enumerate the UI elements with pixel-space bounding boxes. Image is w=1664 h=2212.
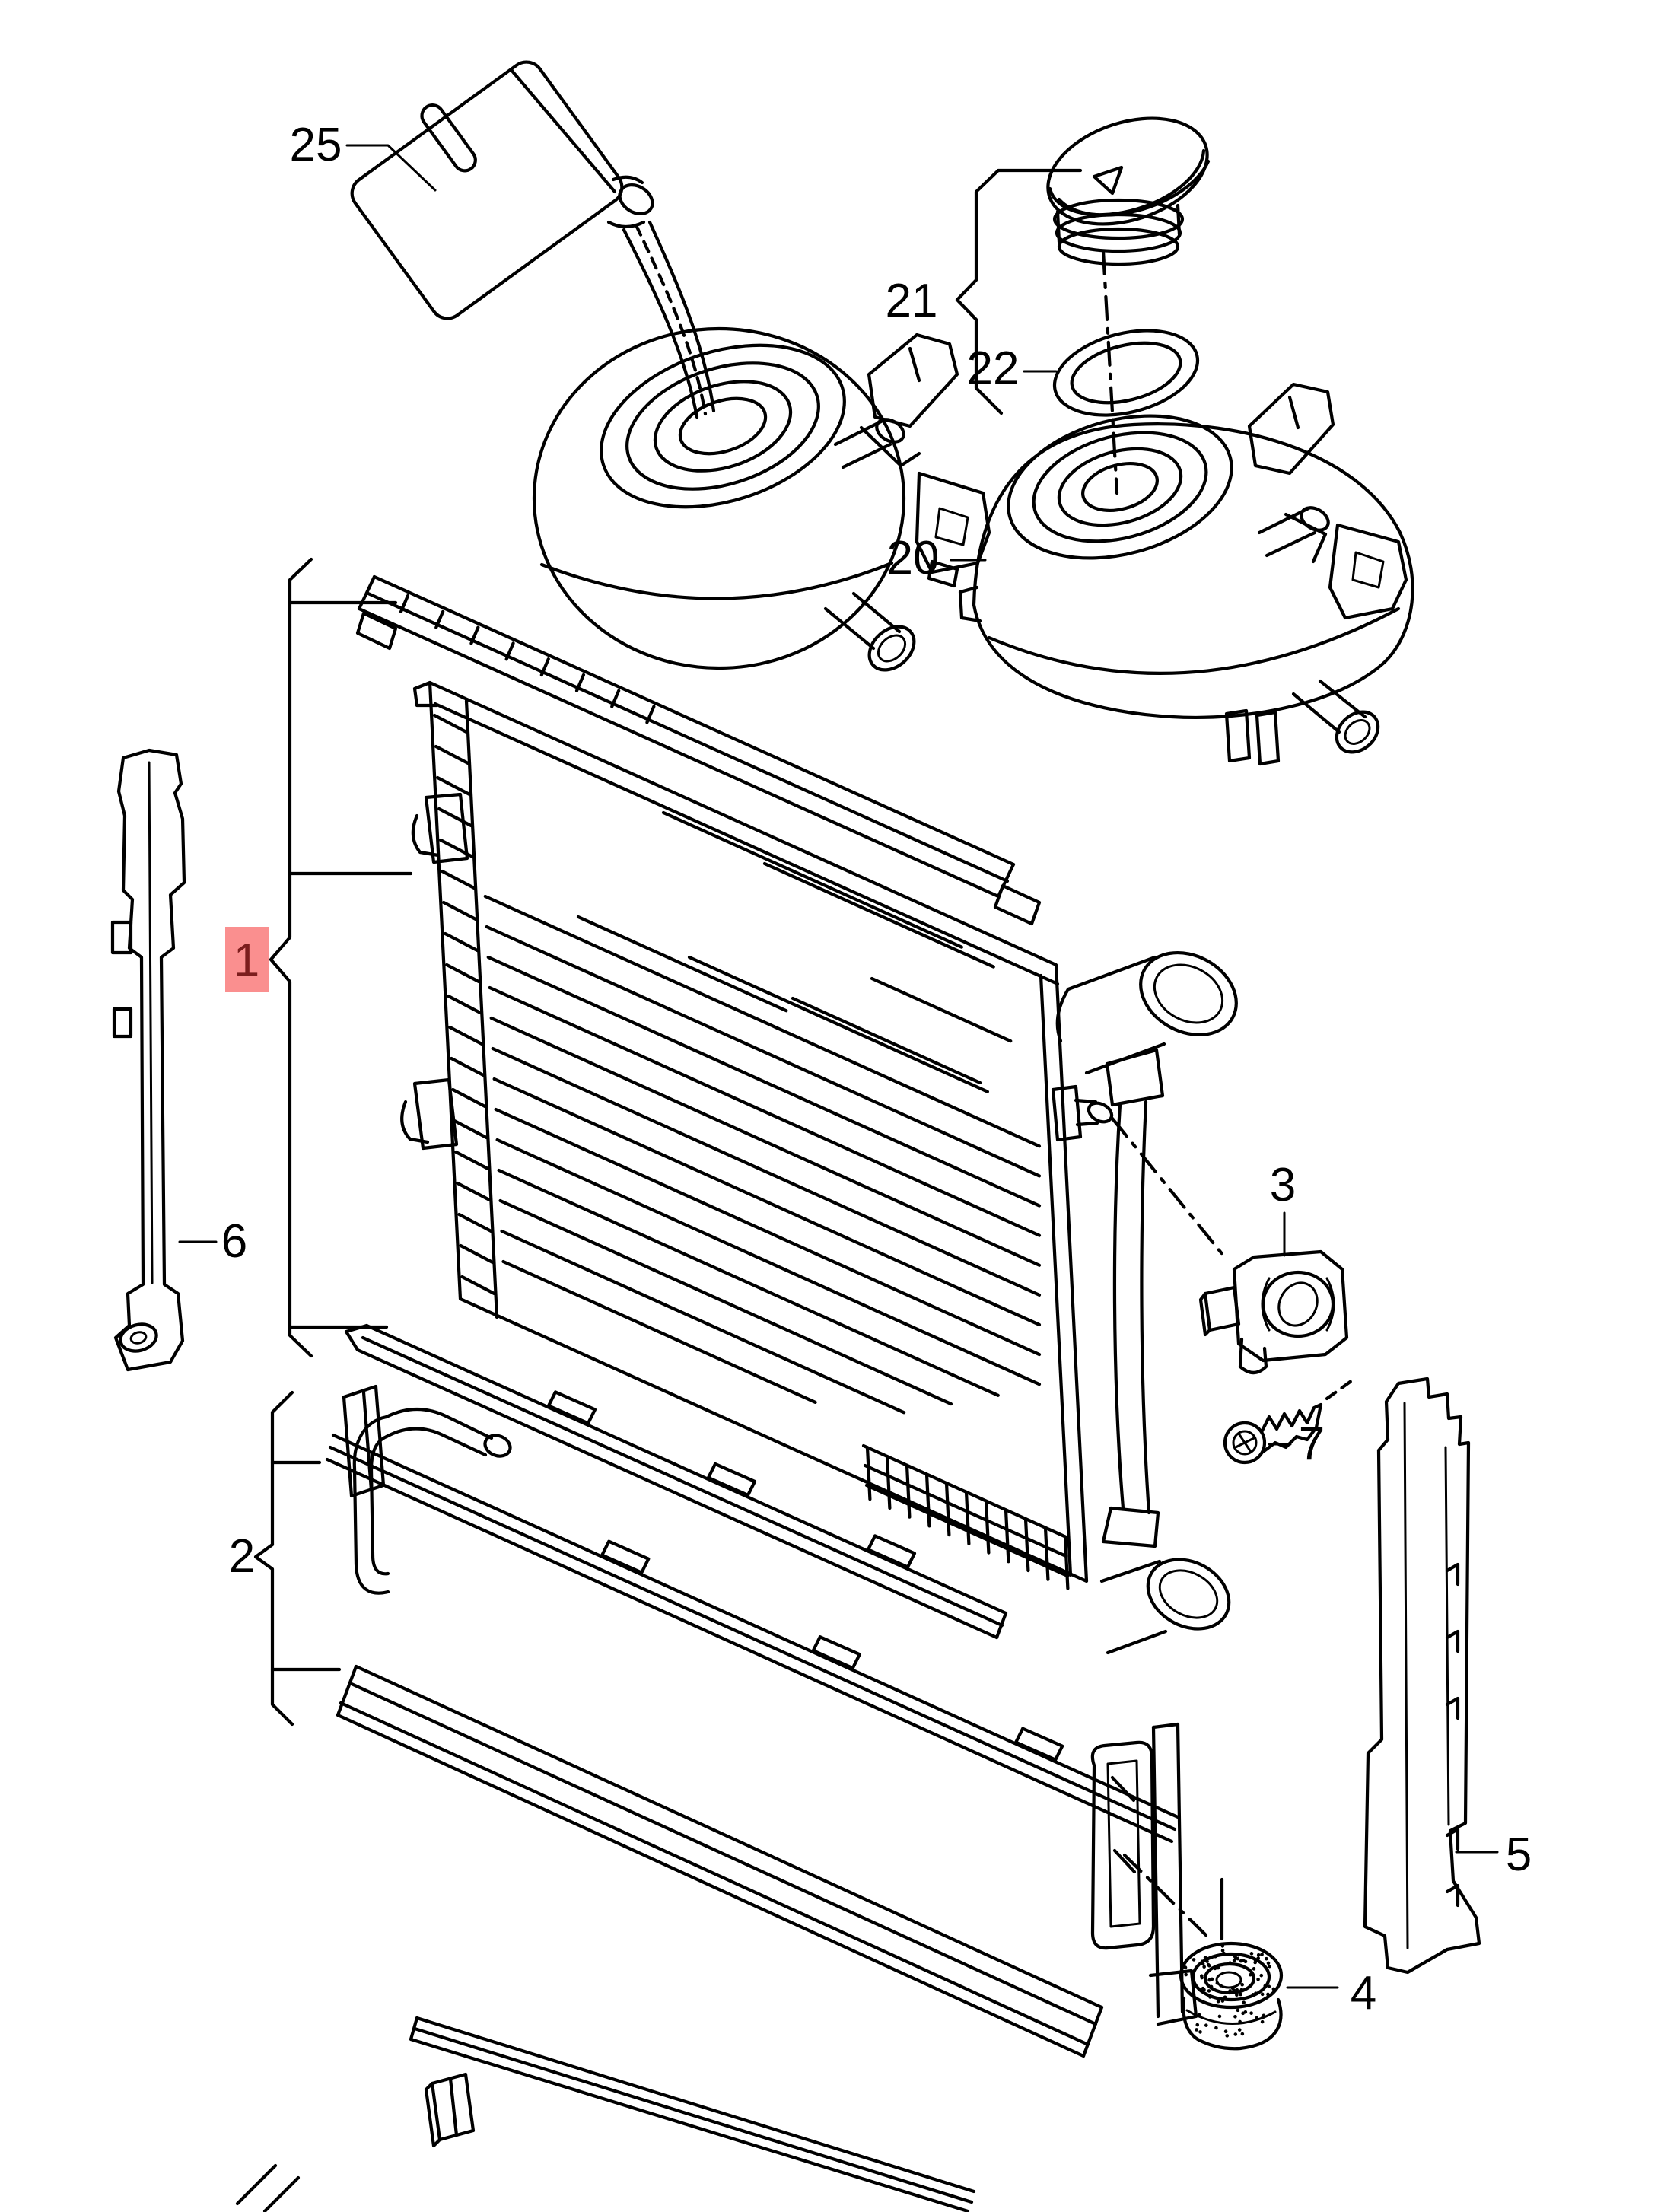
grommet-4 [1122,1853,1284,2051]
part-label-4: 4 [1351,1967,1376,2019]
part-label-3: 3 [1270,1159,1296,1211]
callout-brace-21 [955,168,1083,415]
callout-21: 21 [886,168,1083,415]
filler-cap [1046,116,1211,266]
callout-22: 22 [967,342,1058,395]
callout-1: 1 [225,557,413,1358]
pour-stream [622,220,716,419]
part-label-1: 1 [234,934,259,987]
shroud-end-bracket [1090,1722,1198,2026]
bracket-right-5 [1363,1377,1481,1975]
part-label-7: 7 [1299,1418,1325,1470]
top-crossmember [355,574,1042,926]
callout-3: 3 [1270,1159,1296,1257]
radiator [400,680,1238,1655]
bottom-strip [235,2016,976,2212]
callout-2: 2 [229,1390,342,1727]
upper-hose-port [1055,950,1238,1075]
coolant-jug [350,60,654,320]
callout-7: 7 [1268,1418,1325,1470]
o-ring-seal [1052,249,1200,495]
duct-panel [336,1664,1104,2058]
side-strut [1101,1048,1165,1548]
bracket-left-6 [110,748,186,1372]
callout-6: 6 [178,1215,247,1268]
lower-hose-port [1099,1558,1231,1655]
highlight-box [225,927,269,992]
mount-bracket-3 [1110,1116,1349,1375]
callout-4: 4 [1286,1967,1376,2019]
part-label-6: 6 [221,1215,247,1268]
shroud-bar [325,1384,1180,1844]
part-label-22: 22 [967,342,1020,395]
screw-7 [1223,1377,1357,1465]
callout-5: 5 [1455,1828,1532,1881]
expansion-tank-20 [958,382,1414,766]
part-label-20: 20 [887,532,940,584]
callout-brace-1 [269,557,313,1358]
left-clip-upper [411,792,469,864]
callout-25: 25 [290,119,437,192]
callout-brace-2 [253,1390,294,1727]
part-label-21: 21 [886,275,938,327]
callout-20: 20 [887,532,987,584]
expansion-tank-filled [532,326,991,672]
part-label-25: 25 [290,119,342,171]
part-label-2: 2 [229,1530,255,1583]
left-clip-lower [400,1077,459,1151]
part-label-5: 5 [1506,1828,1532,1881]
mid-seal-strip [344,1323,1008,1640]
